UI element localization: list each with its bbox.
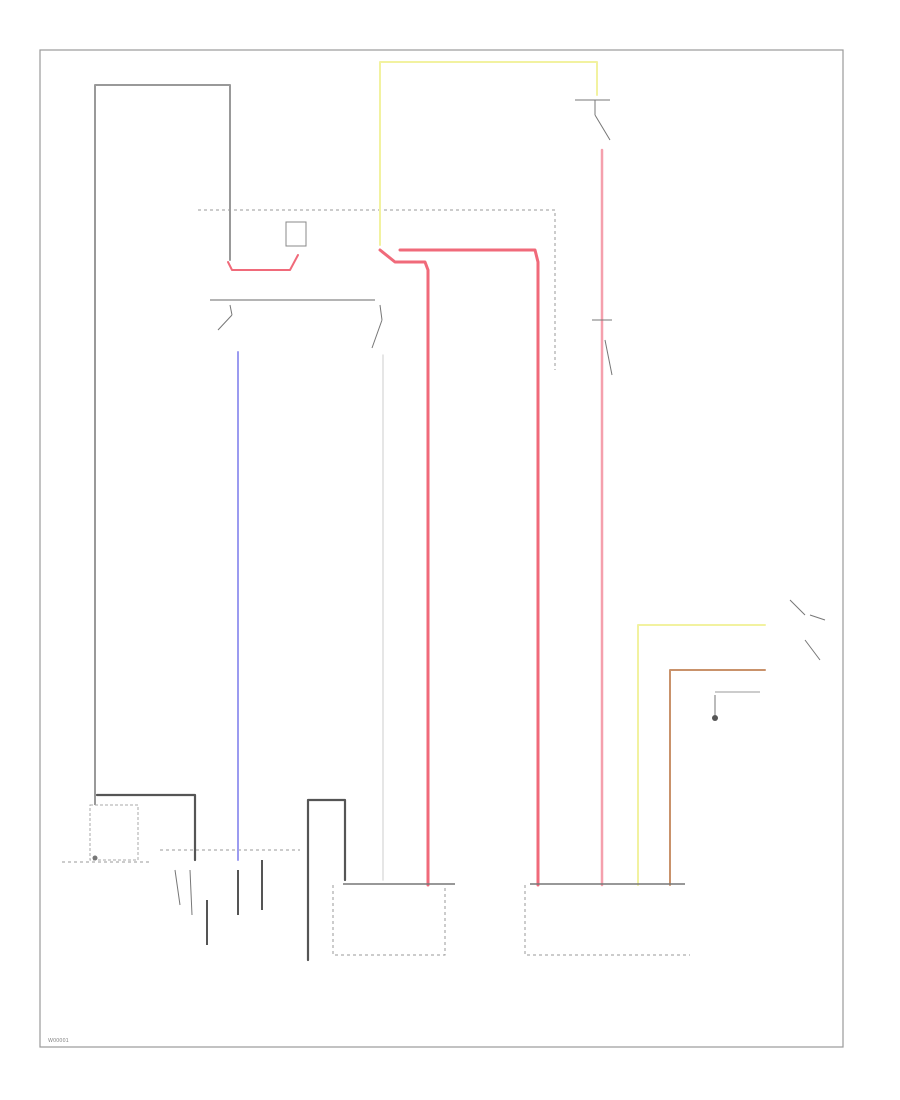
brown-wire	[669, 669, 766, 886]
ecm-connector-right-boundary	[524, 885, 690, 956]
top-right-switch	[575, 99, 611, 141]
ecm-connector-left-boundary	[332, 885, 446, 956]
dark-wire-starter	[95, 793, 197, 862]
yellow-wire-bottom	[637, 624, 766, 886]
fuse-block	[285, 221, 307, 247]
yellow-wire-top	[379, 61, 598, 246]
diagram-frame	[39, 49, 844, 1048]
starter-terminal	[92, 855, 98, 861]
red-wire-left	[378, 248, 430, 887]
gray-feed-wire	[94, 84, 231, 846]
bottom-right-switch	[789, 599, 826, 661]
ground-point	[712, 715, 718, 721]
red-jumper-wire	[227, 254, 299, 271]
clutch-switch	[592, 319, 613, 376]
starter-solenoid-switch	[174, 869, 193, 916]
starter-motor-box	[89, 804, 139, 861]
fuse-box-boundary	[198, 209, 556, 370]
red-wire-middle	[398, 248, 540, 887]
relay-switch-left	[217, 304, 233, 331]
footer-code: W00001	[48, 1038, 69, 1044]
dark-wire-center	[306, 798, 347, 962]
relay-switch-right	[371, 304, 383, 349]
